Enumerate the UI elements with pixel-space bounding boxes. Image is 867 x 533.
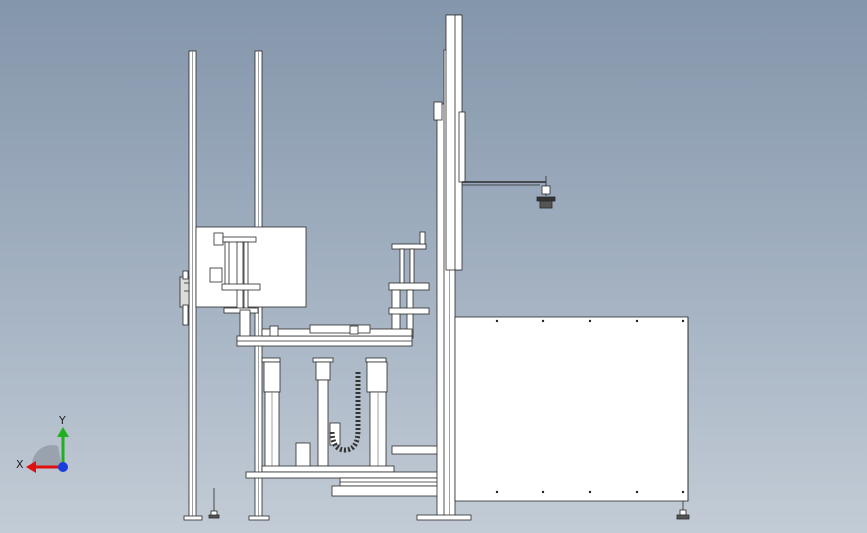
triad-x-arrow	[26, 461, 36, 473]
central-column	[416, 14, 472, 521]
triad-z-axis	[58, 462, 68, 472]
cable-chain	[329, 372, 361, 453]
right-enclosure-panel	[454, 316, 689, 502]
lower-lift-columns	[261, 357, 388, 469]
triad-y-label: Y	[59, 414, 66, 427]
panel-screws	[495, 319, 685, 494]
leveling-foot-left	[208, 488, 220, 519]
triad-y-arrow	[57, 427, 69, 437]
suction-arm	[462, 176, 556, 209]
triad-plane	[31, 445, 62, 466]
right-upper-bracket	[388, 231, 430, 339]
leveling-foot-right	[676, 501, 690, 520]
middle-platform	[236, 324, 413, 347]
left-mount-panel	[195, 226, 307, 341]
side-cylinder	[179, 270, 190, 326]
triad-x-label: X	[16, 458, 24, 471]
coordinate-triad	[26, 427, 69, 473]
